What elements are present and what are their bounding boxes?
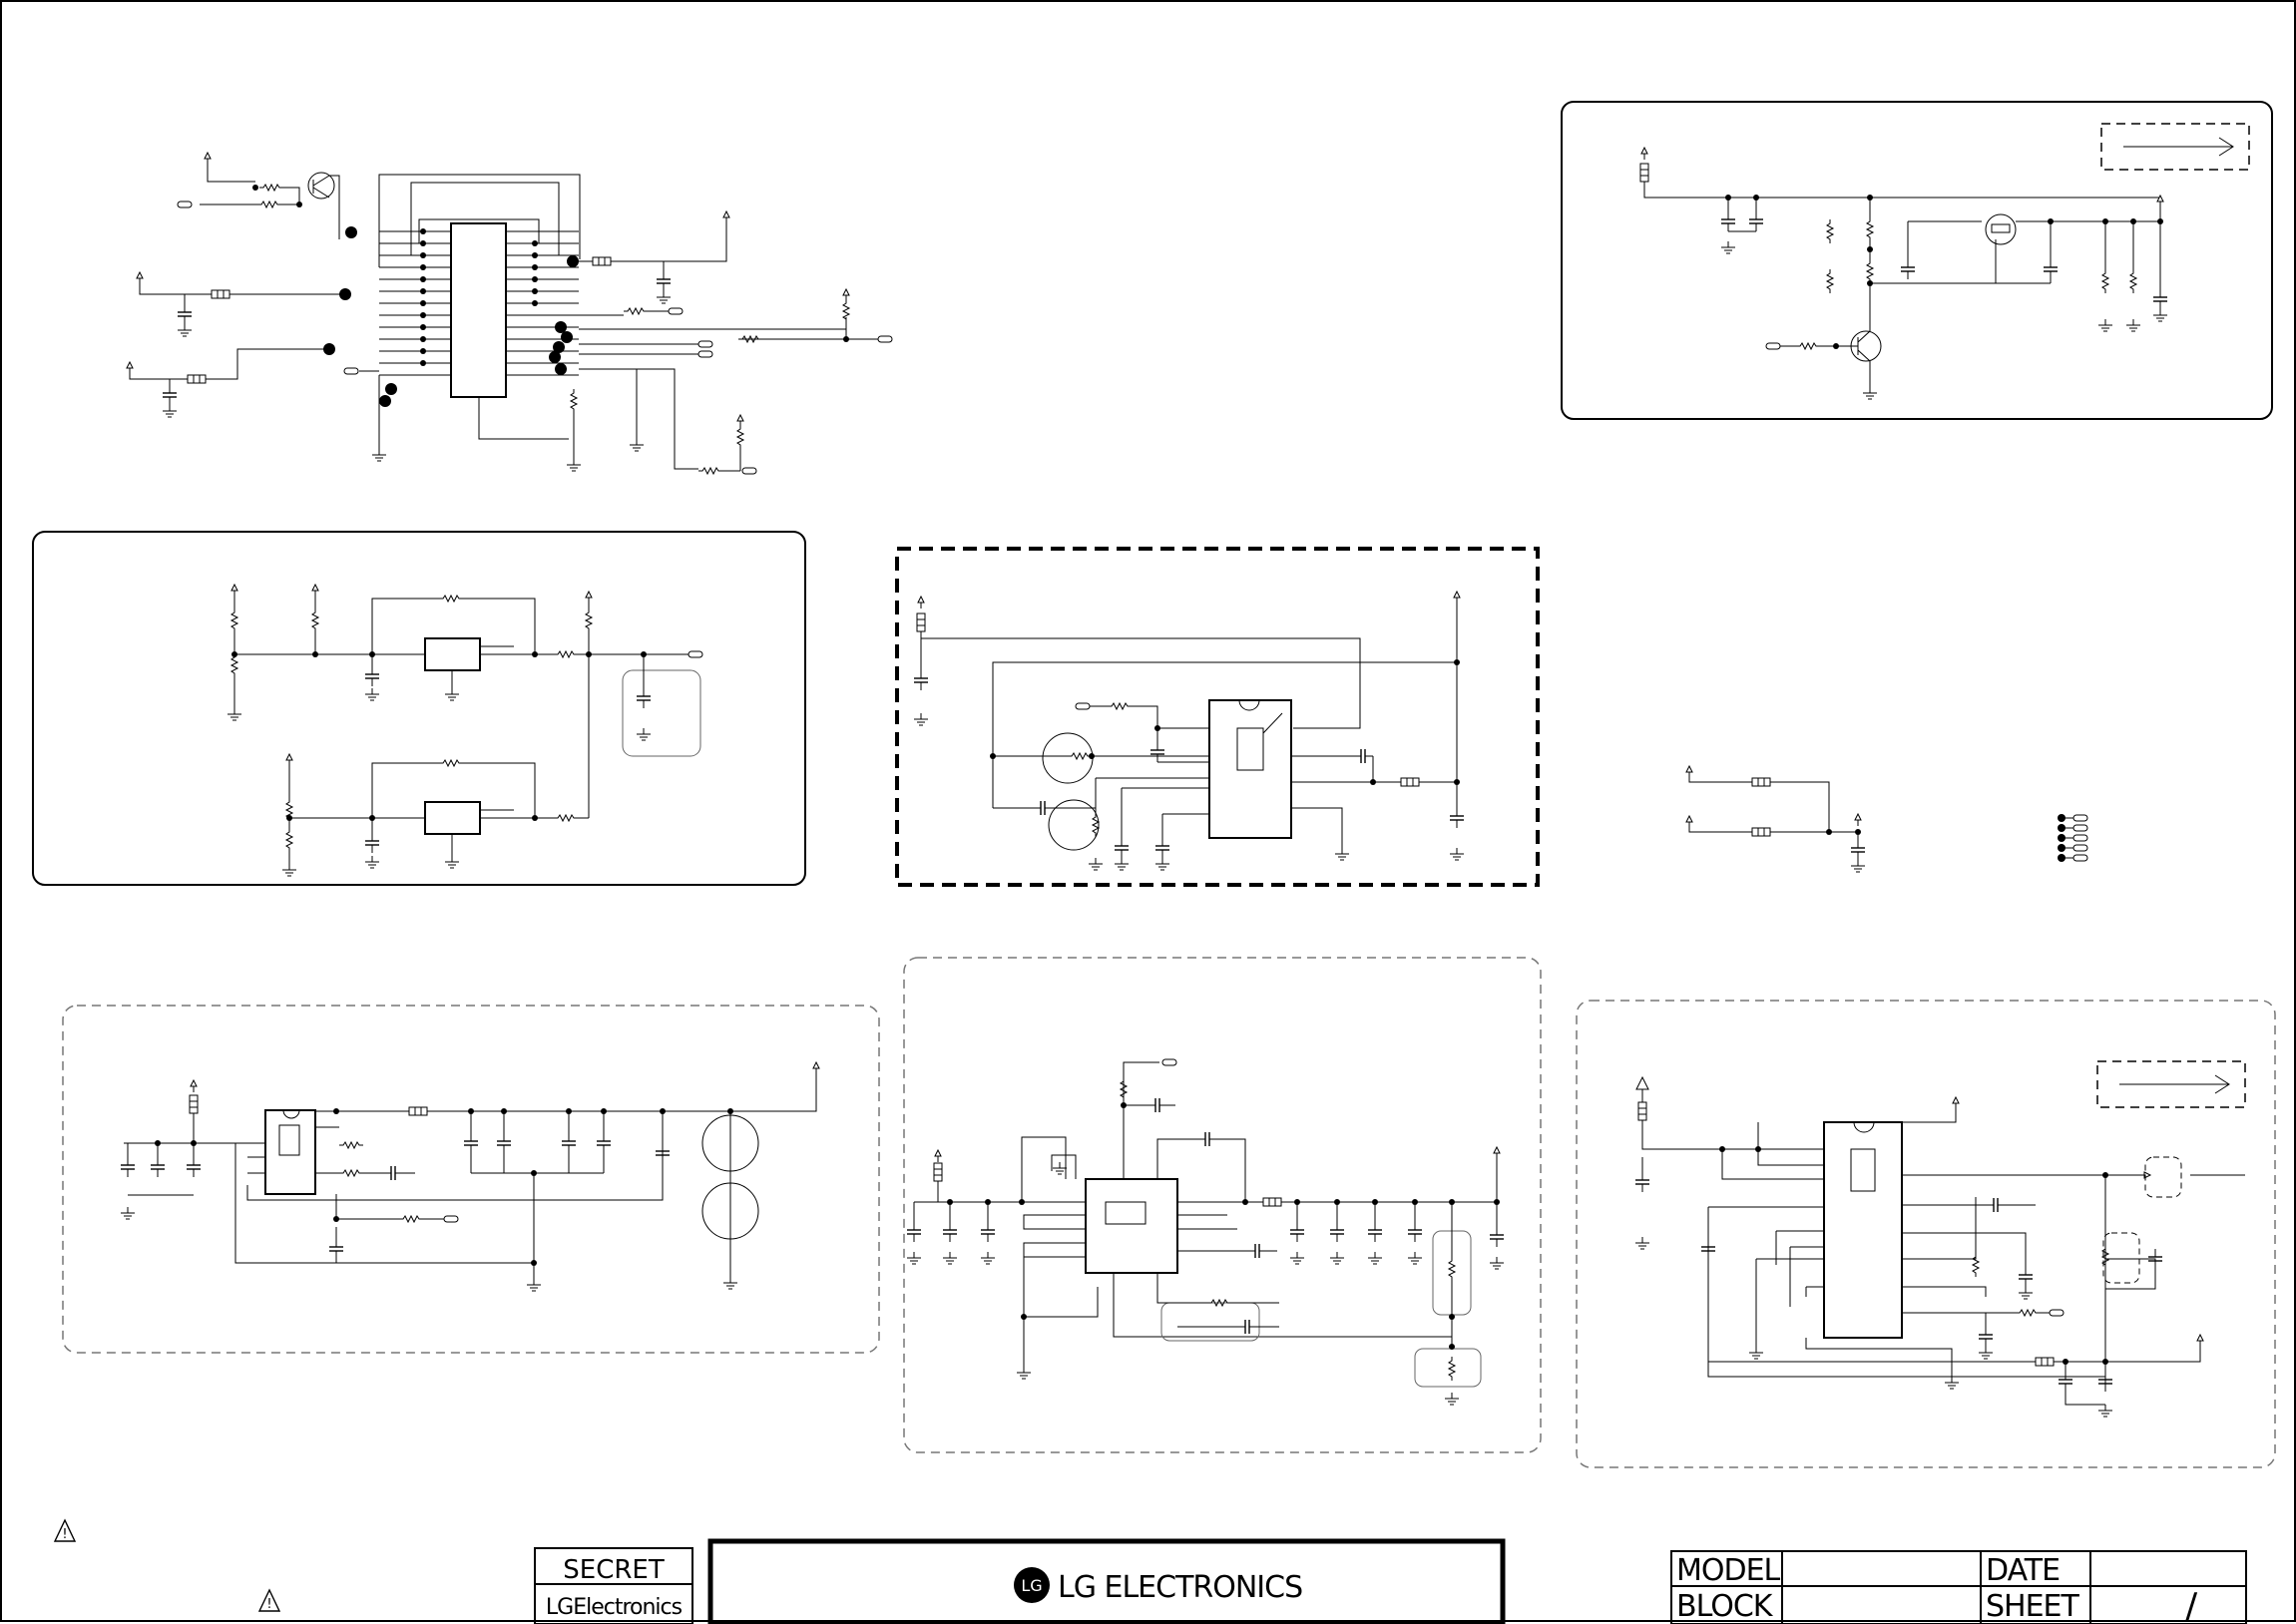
mid-left-regulators <box>32 531 806 886</box>
flow-arrow-box-2 <box>2096 1060 2246 1108</box>
secret-label: SECRET <box>563 1555 665 1585</box>
title-block-info: MODEL BLOCK DATE SHEET / <box>1670 1550 2247 1624</box>
warning-mark-1: ! <box>62 1527 67 1542</box>
mid-center-amp <box>895 547 1540 887</box>
header-connector <box>2058 814 2088 862</box>
sheet-label: SHEET <box>1986 1589 2080 1624</box>
right-ic-body <box>1823 1121 1903 1339</box>
block-label: BLOCK <box>1676 1589 1774 1624</box>
amp-ic-body <box>1208 699 1292 839</box>
top-right-power-switch <box>1561 101 2273 420</box>
bottom-right-ic <box>1576 1000 2276 1468</box>
node-dots <box>420 228 538 366</box>
regulator-ic-bottom <box>424 801 481 835</box>
highlight-cap <box>622 669 701 757</box>
title-block-company: LG LG ELECTRONICS <box>707 1538 1506 1624</box>
lg-logo <box>1014 1567 1050 1603</box>
lg-logo-letters: LG <box>1021 1576 1042 1595</box>
top-left-ic-block <box>126 152 893 475</box>
highlight-divider <box>1414 1348 1482 1388</box>
flow-arrow-box <box>2100 123 2250 171</box>
warning-mark-2: ! <box>266 1597 271 1612</box>
company-main-label: LG ELECTRONICS <box>1058 1570 1302 1605</box>
sheet-value: / <box>2185 1586 2198 1624</box>
bottom-left-audio <box>62 1005 880 1354</box>
warning-symbol-1: ! <box>53 1518 77 1542</box>
audio-ic-body <box>264 1109 316 1195</box>
highlight-ferrite <box>2144 1156 2182 1198</box>
bottom-center-dcdc <box>903 957 1542 1453</box>
date-label: DATE <box>1986 1553 2060 1588</box>
highlight-inductor <box>2102 1232 2140 1284</box>
dcdc-ic-body <box>1085 1178 1178 1274</box>
connector-area <box>1685 765 2088 873</box>
regulator-ic-top <box>424 637 481 671</box>
model-label: MODEL <box>1676 1553 1781 1588</box>
ic-u1-body <box>450 222 507 398</box>
company-small-label: LGElectronics <box>546 1595 683 1620</box>
warning-symbol-2: ! <box>257 1588 281 1612</box>
title-block-secret: SECRET LGElectronics <box>534 1547 693 1624</box>
